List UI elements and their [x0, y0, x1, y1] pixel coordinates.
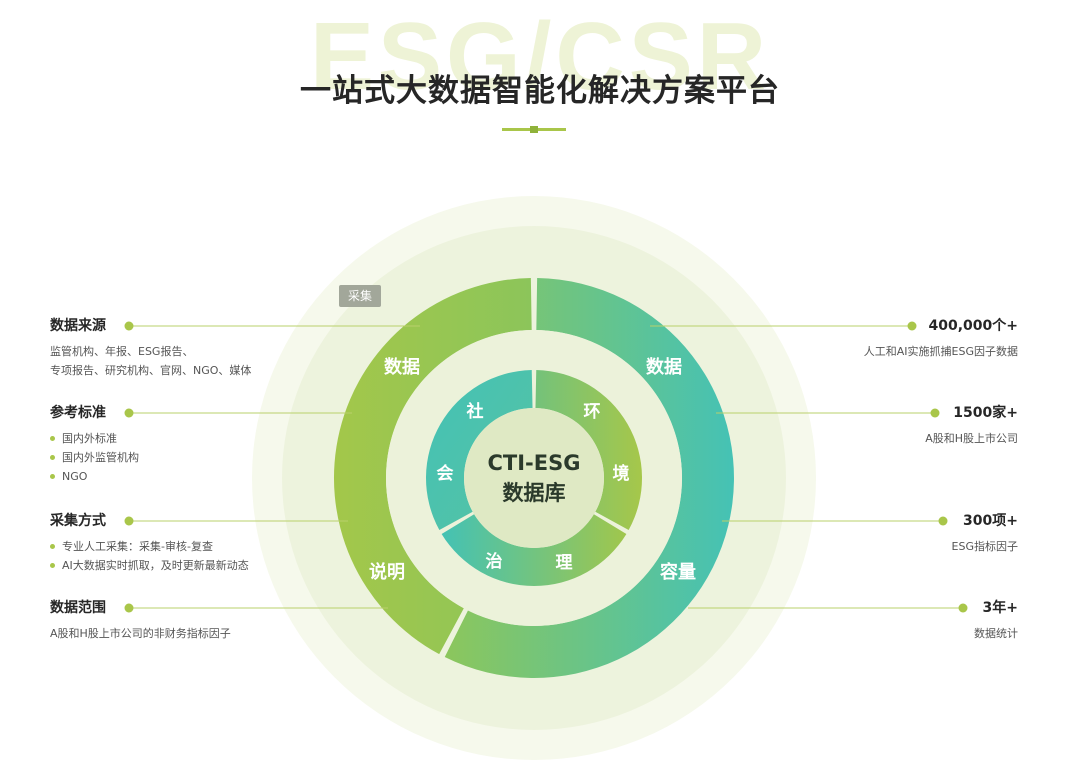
- right-block-desc: A股和H股上市公司: [925, 432, 1018, 445]
- connector-dot-left-1: [124, 321, 134, 331]
- right-block-4: 3年+ 数据统计: [758, 598, 1018, 643]
- inner-label-e2: 境: [613, 463, 630, 484]
- outer-label-right-bottom: 容量: [660, 561, 696, 583]
- bullet-item: AI大数据实时抓取，及时更新最新动态: [50, 556, 340, 575]
- center-line-2: 数据库: [503, 481, 566, 505]
- right-block-value: 1500家+: [953, 405, 1018, 421]
- inner-label-s2: 会: [437, 463, 454, 484]
- connector-dot-right-3: [938, 516, 948, 526]
- left-block-data-scope: 数据范围 A股和H股上市公司的非财务指标因子: [50, 598, 340, 643]
- right-block-1: 400,000个+ 人工和AI实施抓捕ESG因子数据: [758, 316, 1018, 361]
- outer-label-left-top: 数据: [384, 356, 420, 378]
- connector-dot-right-4: [958, 603, 968, 613]
- left-block-desc: A股和H股上市公司的非财务指标因子: [50, 627, 231, 640]
- connector-dot-right-2: [930, 408, 940, 418]
- outer-ring-right-segment: [444, 278, 734, 678]
- bullet-list: 国内外标准 国内外监管机构 NGO: [50, 429, 340, 486]
- right-block-value: 300项+: [963, 513, 1018, 529]
- center-disc: [464, 408, 604, 548]
- connector-dot-left-2: [124, 408, 134, 418]
- connector-dot-left-4: [124, 603, 134, 613]
- outer-label-left-bottom: 说明: [369, 561, 405, 583]
- right-block-3: 300项+ ESG指标因子: [758, 511, 1018, 556]
- right-block-desc: 人工和AI实施抓捕ESG因子数据: [863, 345, 1018, 358]
- right-block-2: 1500家+ A股和H股上市公司: [758, 403, 1018, 448]
- outer-label-right-top: 数据: [646, 356, 682, 378]
- bullet-item: 国内外标准: [50, 429, 340, 448]
- left-block-collection-method: 采集方式 专业人工采集：采集-审核-复查 AI大数据实时抓取，及时更新最新动态: [50, 511, 340, 575]
- inner-label-g1: 治: [486, 551, 503, 572]
- inner-segment-social: [425, 370, 533, 531]
- left-block-title: 数据范围: [50, 600, 106, 616]
- title-underline-dot: [530, 126, 538, 133]
- left-block-title: 采集方式: [50, 513, 106, 529]
- right-block-desc: ESG指标因子: [951, 540, 1018, 553]
- left-block-reference-standard: 参考标准 国内外标准 国内外监管机构 NGO: [50, 403, 340, 486]
- right-block-value: 3年+: [982, 600, 1018, 616]
- outer-ring-left-segment: [333, 278, 532, 655]
- bullet-item: 国内外监管机构: [50, 448, 340, 467]
- center-line-1: CTI-ESG: [488, 451, 581, 475]
- inner-label-g2: 理: [556, 553, 573, 573]
- bullet-list: 专业人工采集：采集-审核-复查 AI大数据实时抓取，及时更新最新动态: [50, 537, 340, 575]
- connector-dot-right-1: [907, 321, 917, 331]
- inner-segment-governance: [441, 514, 627, 587]
- watermark-text: ESG/CSR: [309, 3, 771, 110]
- left-block-title: 参考标准: [50, 405, 106, 421]
- left-block-title: 数据来源: [50, 318, 106, 334]
- collect-badge: 采集: [339, 285, 381, 307]
- inner-segment-environment: [535, 370, 643, 531]
- inner-label-e1: 环: [584, 402, 601, 422]
- right-block-desc: 数据统计: [974, 627, 1018, 640]
- bullet-item: 专业人工采集：采集-审核-复查: [50, 537, 340, 556]
- left-block-desc: 监管机构、年报、ESG报告、 专项报告、研究机构、官网、NGO、媒体: [50, 345, 252, 377]
- left-block-data-source: 数据来源 监管机构、年报、ESG报告、 专项报告、研究机构、官网、NGO、媒体: [50, 316, 340, 380]
- page-title: 一站式大数据智能化解决方案平台: [300, 73, 780, 109]
- connector-dot-left-3: [124, 516, 134, 526]
- bullet-item: NGO: [50, 467, 340, 486]
- right-block-value: 400,000个+: [928, 318, 1019, 334]
- inner-label-s1: 社: [466, 401, 484, 422]
